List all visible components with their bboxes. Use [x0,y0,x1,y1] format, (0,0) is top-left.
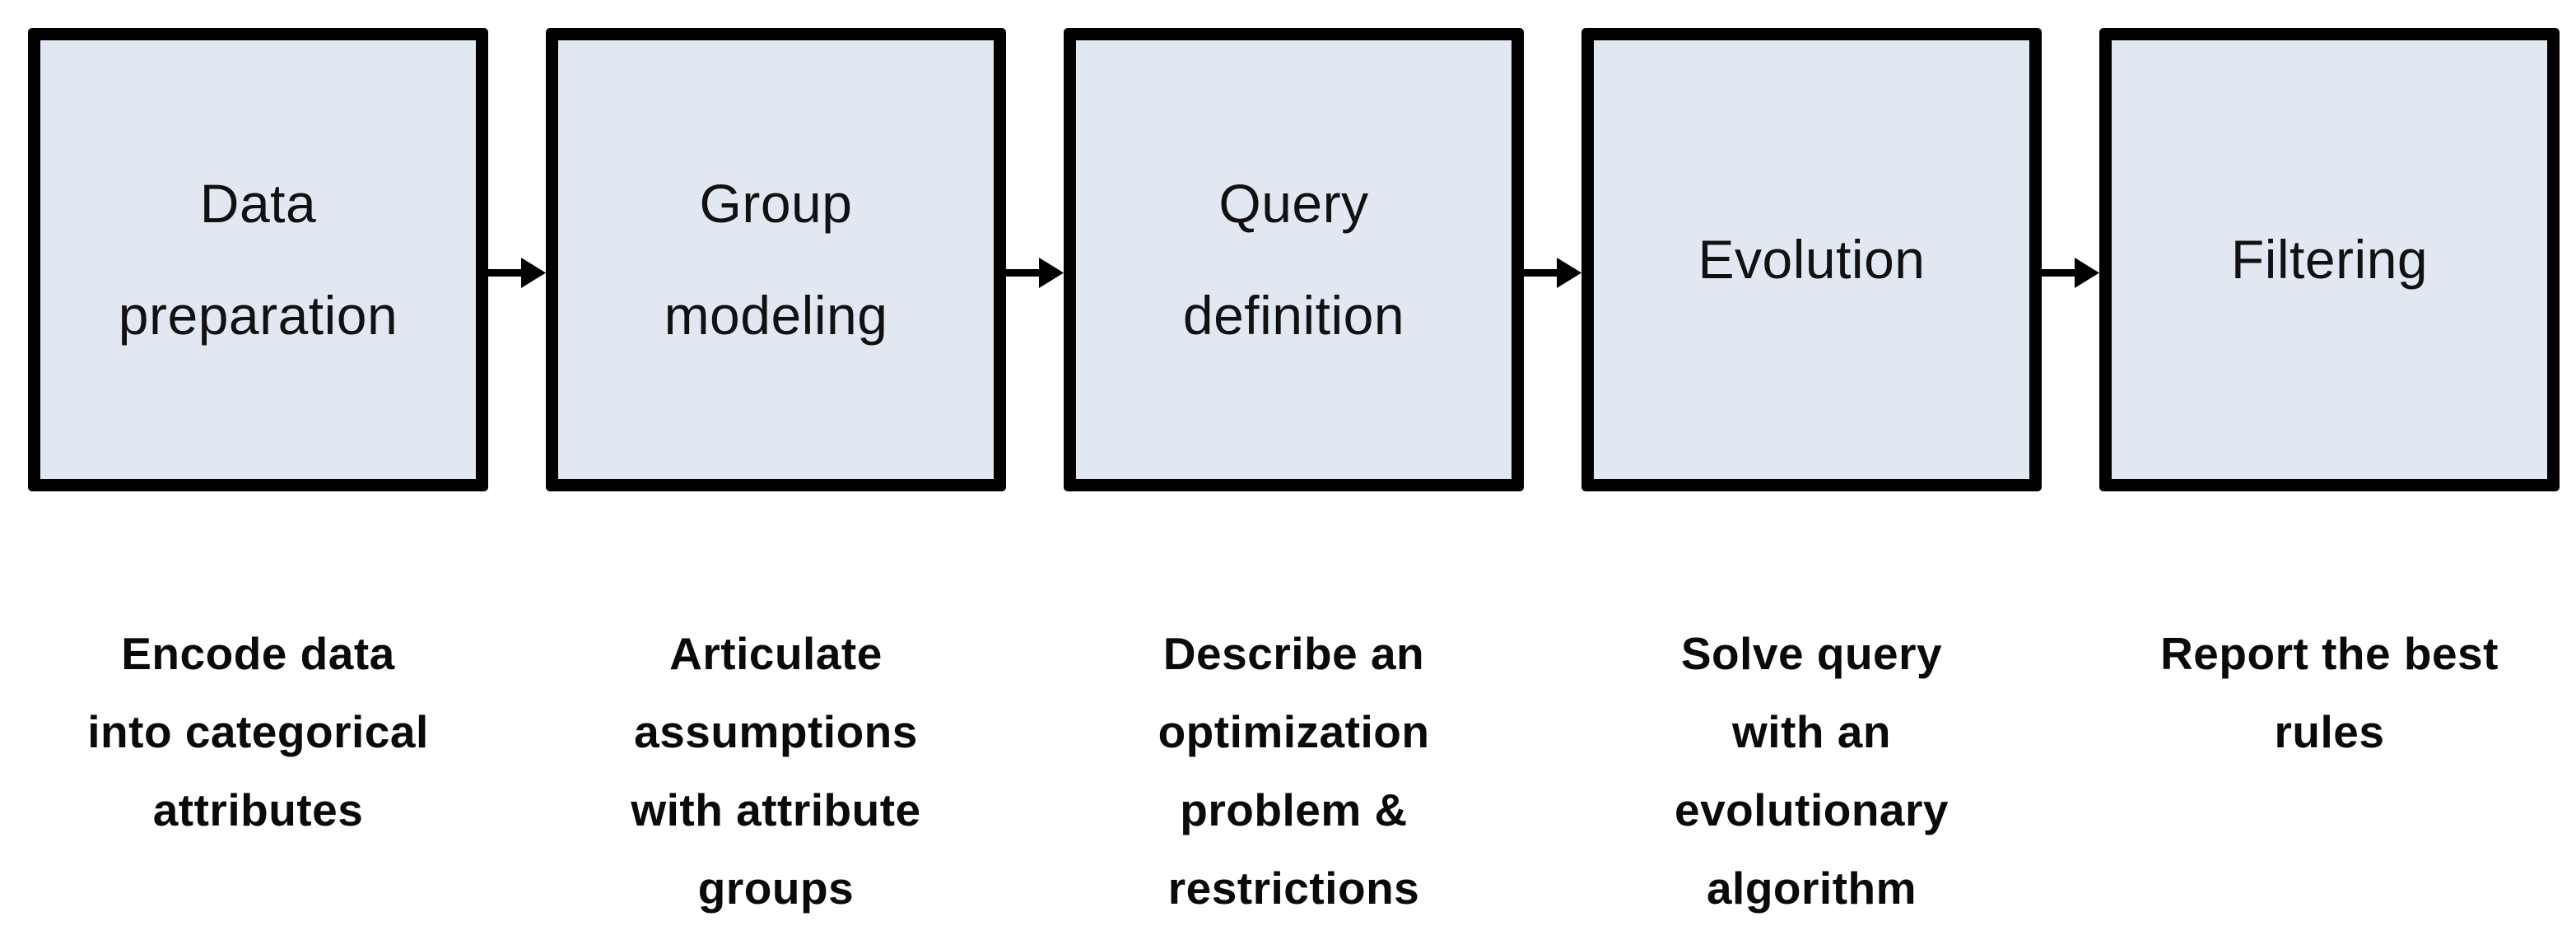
step-label: Evolution [1698,228,1926,290]
step-label: Query definition [1182,173,1405,346]
step-caption: Encode data into categorical attributes [87,628,429,835]
step-box-filtering: Filtering [2099,28,2560,491]
step-label: Data preparation [118,173,398,346]
step-caption: Report the best rules [2160,628,2499,757]
arrow-right-icon [2042,257,2099,288]
step-box-query-definition: Query definition [1064,28,1524,491]
step-caption: Articulate assumptions with attribute gr… [631,628,921,914]
step-box-data-preparation: Data preparation [28,28,488,491]
arrow-right-icon [488,257,546,288]
step-label: Filtering [2230,228,2429,290]
step-label: Group modeling [664,173,888,346]
arrow-right-icon [1524,257,1581,288]
flow-connector [1524,28,1581,491]
step-filtering: Filtering Report the best rules [2099,28,2560,771]
step-data-preparation: Data preparation Encode data into catego… [28,28,488,849]
step-evolution: Evolution Solve query with an evolutiona… [1581,28,2042,928]
step-query-definition: Query definition Describe an optimizatio… [1064,28,1524,928]
flow-connector [2042,28,2099,491]
step-group-modeling: Group modeling Articulate assumptions wi… [546,28,1006,928]
flow-connector [1006,28,1064,491]
step-caption: Describe an optimization problem & restr… [1158,628,1430,914]
step-caption: Solve query with an evolutionary algorit… [1674,628,1949,914]
step-box-group-modeling: Group modeling [546,28,1006,491]
arrow-right-icon [1006,257,1064,288]
step-box-evolution: Evolution [1581,28,2042,491]
flow-connector [488,28,546,491]
